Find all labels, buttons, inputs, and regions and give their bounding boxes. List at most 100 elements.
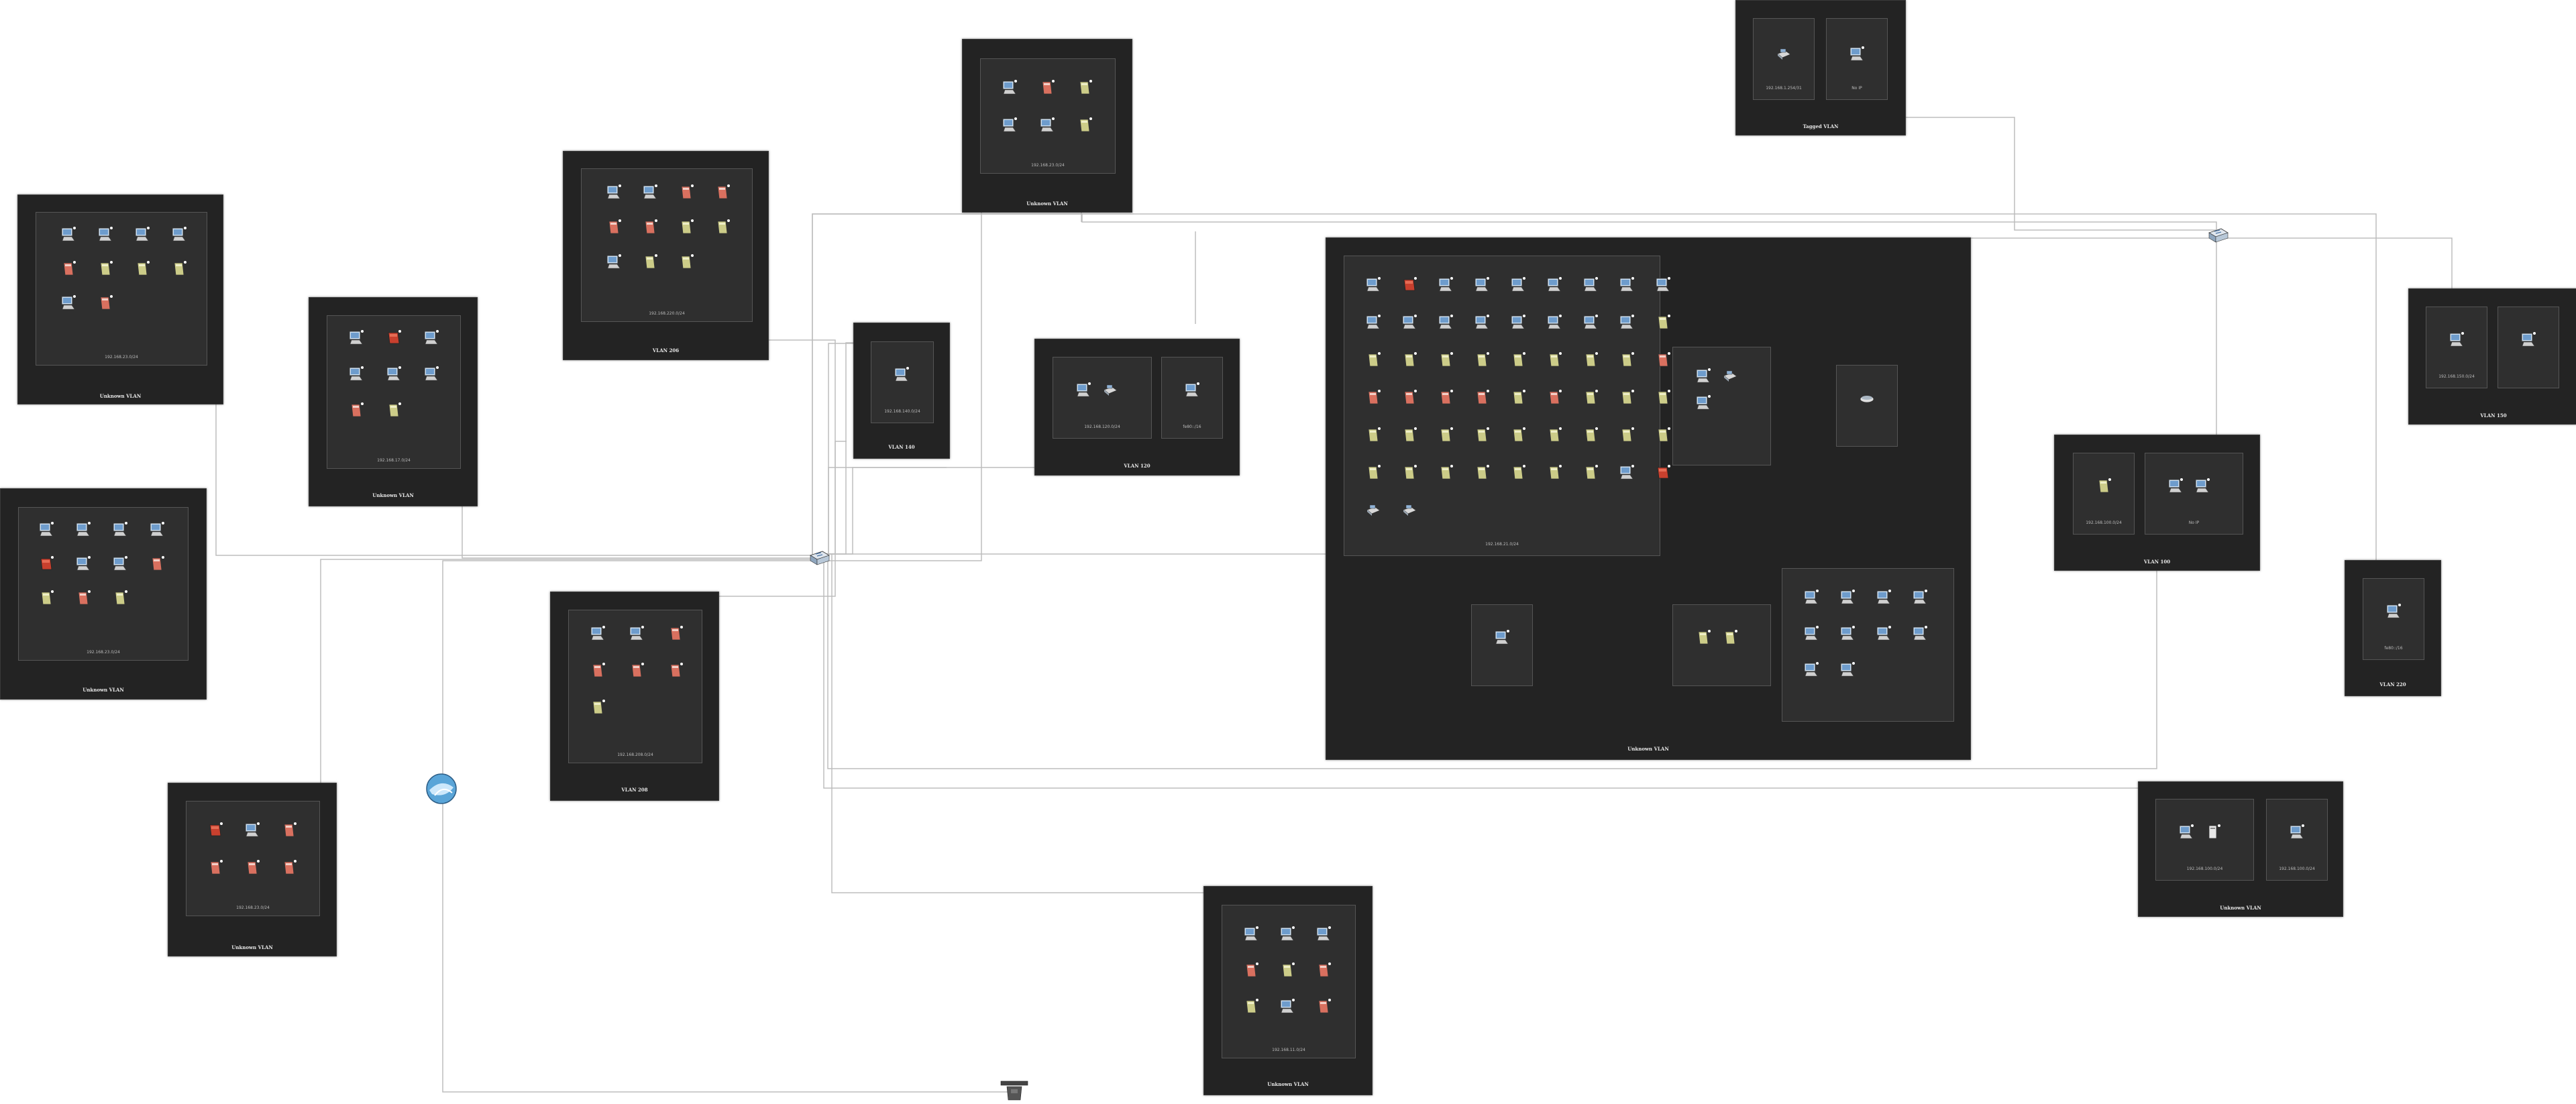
server-icon[interactable] xyxy=(1582,464,1599,482)
server-icon[interactable] xyxy=(1401,351,1418,369)
workstation-icon[interactable] xyxy=(1803,661,1820,679)
workstation-icon[interactable] xyxy=(1364,276,1382,294)
subnet-group[interactable]: 192.168.23.0/24 xyxy=(980,58,1116,174)
server-icon[interactable] xyxy=(1546,464,1563,482)
server-icon[interactable] xyxy=(1546,351,1563,369)
subnet-group[interactable]: 192.168.208.0/24 xyxy=(568,610,702,763)
workstation-icon[interactable] xyxy=(1509,314,1527,331)
server-icon[interactable] xyxy=(38,590,55,607)
subnet-group[interactable]: 192.168.120.0/24 xyxy=(1053,357,1152,439)
server-icon[interactable] xyxy=(1654,314,1672,331)
server-icon[interactable] xyxy=(1654,427,1672,444)
server-icon[interactable] xyxy=(678,184,695,201)
server-icon[interactable] xyxy=(1242,998,1260,1015)
workstation-icon[interactable] xyxy=(1695,394,1712,412)
server-icon[interactable] xyxy=(641,254,659,271)
workstation-icon[interactable] xyxy=(1618,464,1635,482)
subnet-group[interactable]: 192.168.150.0/24 xyxy=(2426,307,2487,388)
server-icon[interactable] xyxy=(1582,427,1599,444)
workstation-icon[interactable] xyxy=(1001,79,1018,97)
core-switch-icon[interactable] xyxy=(2206,226,2229,246)
workstation-icon[interactable] xyxy=(1401,314,1418,331)
server-icon[interactable] xyxy=(97,260,114,278)
workstation-icon[interactable] xyxy=(1803,625,1820,643)
router-icon[interactable] xyxy=(1858,390,1876,407)
workstation-icon[interactable] xyxy=(1848,46,1866,63)
server-icon[interactable] xyxy=(1364,427,1382,444)
subnet-group[interactable] xyxy=(2498,307,2559,388)
server-icon[interactable] xyxy=(1242,962,1260,979)
workstation-icon[interactable] xyxy=(1582,276,1599,294)
subnet-group[interactable]: 192.168.140.0/24 xyxy=(871,341,934,423)
workstation-icon[interactable] xyxy=(2178,824,2195,841)
subnet-group[interactable] xyxy=(1672,347,1771,465)
workstation-icon[interactable] xyxy=(1803,589,1820,606)
subnet-group[interactable] xyxy=(1836,365,1898,447)
server-icon[interactable] xyxy=(1364,351,1382,369)
server-icon[interactable] xyxy=(74,590,92,607)
workstation-icon[interactable] xyxy=(60,226,77,243)
core-switch-icon[interactable] xyxy=(808,549,830,569)
subnet-group[interactable]: 192.168.21.0/24 xyxy=(1344,256,1670,556)
server-icon[interactable] xyxy=(1473,389,1491,406)
server-icon[interactable] xyxy=(1437,464,1454,482)
workstation-icon[interactable] xyxy=(1473,314,1491,331)
workstation-icon[interactable] xyxy=(893,366,910,384)
workstation-icon[interactable] xyxy=(628,625,645,643)
server-icon[interactable] xyxy=(1509,389,1527,406)
router-icon[interactable] xyxy=(999,1080,1030,1101)
subnet-group[interactable]: 192.168.1.254/31 xyxy=(1753,18,1815,100)
subnet-group[interactable]: 192.168.100.0/24 xyxy=(2266,799,2328,881)
firewall-appliance-icon[interactable] xyxy=(38,555,55,573)
workstation-icon[interactable] xyxy=(2520,331,2537,349)
workstation-icon[interactable] xyxy=(244,822,261,839)
server-icon[interactable] xyxy=(1076,79,1093,97)
server-icon[interactable] xyxy=(1401,389,1418,406)
subnet-group[interactable]: fe80::/16 xyxy=(2363,578,2424,660)
internet-globe-icon[interactable] xyxy=(425,773,458,805)
server-icon[interactable] xyxy=(1509,427,1527,444)
subnet-group[interactable] xyxy=(1782,568,1954,722)
workstation-icon[interactable] xyxy=(2194,478,2211,495)
subnet-group[interactable] xyxy=(1672,604,1771,686)
workstation-icon[interactable] xyxy=(38,521,55,539)
server-icon[interactable] xyxy=(1076,117,1093,134)
server-icon[interactable] xyxy=(667,625,684,643)
workstation-icon[interactable] xyxy=(133,226,151,243)
server-icon[interactable] xyxy=(589,662,606,679)
workstation-icon[interactable] xyxy=(1279,926,1296,943)
workstation-icon[interactable] xyxy=(347,329,365,347)
printer-icon[interactable] xyxy=(1721,368,1739,385)
server-icon[interactable] xyxy=(678,254,695,271)
subnet-group[interactable]: fe80::/16 xyxy=(1161,357,1223,439)
server-icon[interactable] xyxy=(678,219,695,236)
server-icon[interactable] xyxy=(1509,351,1527,369)
workstation-icon[interactable] xyxy=(423,329,440,347)
server-icon[interactable] xyxy=(1038,79,1056,97)
workstation-icon[interactable] xyxy=(1001,117,1018,134)
workstation-icon[interactable] xyxy=(1582,314,1599,331)
server-icon[interactable] xyxy=(133,260,151,278)
workstation-icon[interactable] xyxy=(423,366,440,383)
workstation-icon[interactable] xyxy=(2385,603,2402,620)
subnet-group[interactable]: No IP xyxy=(2145,453,2243,535)
printer-icon[interactable] xyxy=(1401,502,1418,519)
subnet-group[interactable]: 192.168.23.0/24 xyxy=(36,212,207,366)
subnet-group[interactable]: 192.168.17.0/24 xyxy=(327,315,461,469)
server-icon[interactable] xyxy=(1437,389,1454,406)
server-icon[interactable] xyxy=(1654,389,1672,406)
server-icon[interactable] xyxy=(347,402,365,419)
server-icon[interactable] xyxy=(641,219,659,236)
workstation-icon[interactable] xyxy=(605,254,623,271)
server-icon[interactable] xyxy=(1618,351,1635,369)
server-icon[interactable] xyxy=(1582,351,1599,369)
server-icon[interactable] xyxy=(1721,629,1739,647)
workstation-icon[interactable] xyxy=(1839,589,1856,606)
server-icon[interactable] xyxy=(714,219,731,236)
server-icon[interactable] xyxy=(1473,427,1491,444)
